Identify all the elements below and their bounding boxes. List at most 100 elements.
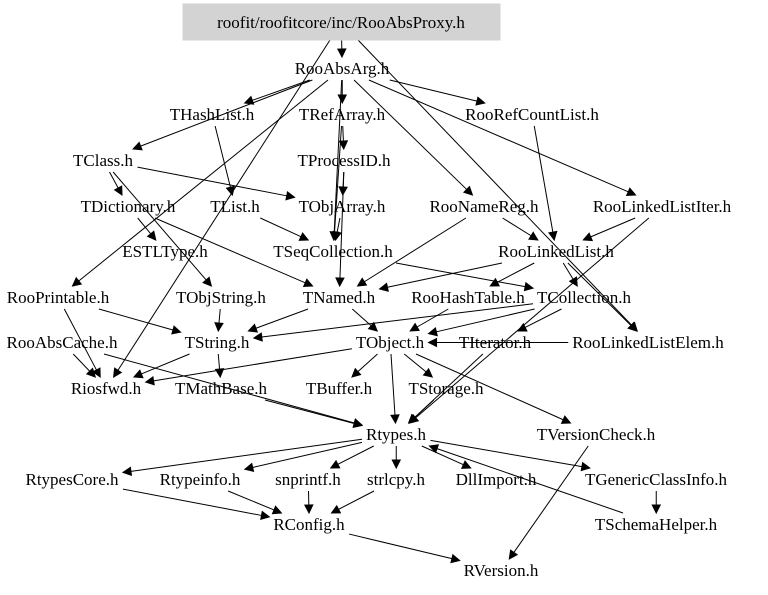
- arrowhead-icon: [243, 95, 255, 105]
- arrowhead-icon: [146, 230, 157, 241]
- node-tmathbase[interactable]: TMathBase.h: [175, 379, 268, 398]
- node-tlist[interactable]: TList.h: [210, 197, 260, 216]
- edge-tnamed-to-tobject: [351, 308, 372, 327]
- node-roolinkedlist[interactable]: RooLinkedList.h: [498, 242, 614, 261]
- edge-root-to-riosfwd: [117, 33, 335, 371]
- node-titerator[interactable]: TIterator.h: [459, 333, 532, 352]
- edge-strlcpy-to-rconfig: [338, 490, 375, 510]
- node-rooprintable[interactable]: RooPrintable.h: [7, 288, 110, 307]
- edge-rtypes-to-snprintf: [337, 445, 374, 465]
- arrowhead-icon: [302, 278, 314, 288]
- arrowhead-icon: [460, 460, 472, 469]
- arrowhead-icon: [580, 461, 591, 472]
- node-dllimport[interactable]: DllImport.h: [456, 470, 537, 489]
- arrowhead-icon: [427, 337, 438, 348]
- arrowhead-icon: [489, 277, 501, 287]
- edge-tdictionary-to-tnamed: [154, 217, 306, 284]
- edge-tprocessid-to-tnamed: [339, 171, 345, 279]
- edge-roolinkedlistiter-to-roolinkedlist: [590, 217, 636, 238]
- node-tobjstring[interactable]: TObjString.h: [176, 288, 266, 307]
- arrowhead-icon: [508, 549, 519, 560]
- arrowhead-icon: [523, 281, 535, 292]
- node-tobjarray[interactable]: TObjArray.h: [299, 197, 386, 216]
- edge-roonamereg-to-tnamed: [364, 217, 467, 283]
- node-rtypescore[interactable]: RtypesCore.h: [25, 470, 119, 489]
- node-tnamed[interactable]: TNamed.h: [303, 288, 376, 307]
- edge-rooabsarg-to-roolinkedlistiter: [368, 79, 629, 193]
- edge-tobjarray-to-tseqcollection: [336, 217, 341, 233]
- edge-tclass-to-tobjarray: [137, 166, 287, 197]
- node-roorefcountlist[interactable]: RooRefCountList.h: [465, 105, 599, 124]
- node-strlcpy[interactable]: strlcpy.h: [367, 470, 425, 489]
- root-node-box: [182, 3, 501, 41]
- node-tbuffer[interactable]: TBuffer.h: [306, 379, 373, 398]
- edge-tstring-to-tmathbase: [217, 353, 221, 370]
- edge-rooabscache-to-rtypes: [103, 353, 355, 424]
- edge-tcollection-to-titerator: [524, 308, 562, 328]
- node-roonamereg[interactable]: RooNameReg.h: [429, 197, 539, 216]
- arrowhead-icon: [462, 185, 474, 196]
- arrowhead-icon: [243, 462, 255, 473]
- arrowhead-icon: [335, 277, 345, 288]
- arrowhead-icon: [132, 369, 144, 379]
- node-thashlist[interactable]: THashList.h: [170, 105, 255, 124]
- node-roolinkedlistelem[interactable]: RooLinkedListElem.h: [572, 333, 724, 352]
- edge-tobjstring-to-tstring: [218, 308, 221, 324]
- arrowhead-icon: [113, 185, 123, 196]
- node-tstring[interactable]: TString.h: [185, 333, 250, 352]
- edge-trefarray-to-tprocessid: [342, 125, 344, 142]
- node-estltype[interactable]: ESTLType.h: [122, 242, 208, 261]
- arrowhead-icon: [113, 367, 123, 378]
- edges: [63, 33, 662, 564]
- arrowhead-icon: [71, 276, 83, 287]
- arrowhead-icon: [303, 504, 314, 515]
- arrowhead-icon: [214, 322, 224, 333]
- edge-tversioncheck-to-rversion: [513, 445, 589, 553]
- node-root[interactable]: roofit/roofitcore/inc/RooAbsProxy.h: [217, 13, 465, 32]
- arrowhead-icon: [330, 504, 342, 514]
- node-tseqcollection[interactable]: TSeqCollection.h: [273, 242, 393, 261]
- arrowhead-icon: [337, 94, 348, 105]
- node-rversion[interactable]: RVersion.h: [464, 561, 539, 580]
- edge-tobject-to-rtypes: [390, 353, 396, 416]
- edge-tschemahelper-to-rtypes: [436, 448, 624, 514]
- arrowhead-icon: [356, 277, 368, 287]
- edge-trefarray-to-tseqcollection: [334, 125, 342, 233]
- node-tdictionary[interactable]: TDictionary.h: [81, 197, 176, 216]
- edge-rooabsarg-to-tclass: [140, 79, 313, 147]
- arrowhead-icon: [516, 322, 528, 332]
- node-tobject[interactable]: TObject.h: [356, 333, 425, 352]
- node-tgenericclassinfo[interactable]: TGenericClassInfo.h: [585, 470, 728, 489]
- node-tschemahelper[interactable]: TSchemaHelper.h: [595, 515, 718, 534]
- arrowhead-icon: [252, 332, 263, 342]
- edge-rooabsarg-to-rooprintable: [78, 79, 329, 282]
- node-rooabsarg[interactable]: RooAbsArg.h: [295, 59, 390, 78]
- node-riosfwd[interactable]: Riosfwd.h: [71, 379, 142, 398]
- node-tstorage[interactable]: TStorage.h: [408, 379, 484, 398]
- node-tversioncheck[interactable]: TVersionCheck.h: [537, 425, 656, 444]
- node-rooabscache[interactable]: RooAbsCache.h: [7, 333, 118, 352]
- node-roolinkedlistiter[interactable]: RooLinkedListIter.h: [593, 197, 732, 216]
- edge-rooabsarg-to-thashlist: [252, 79, 310, 101]
- arrowhead-icon: [548, 230, 558, 242]
- node-roohashtable[interactable]: RooHashTable.h: [411, 288, 525, 307]
- edge-tmathbase-to-rtypes: [264, 399, 355, 424]
- node-tcollection[interactable]: TCollection.h: [537, 288, 631, 307]
- node-trefarray[interactable]: TRefArray.h: [299, 105, 386, 124]
- edge-roolinkedlist-to-tnamed: [387, 262, 503, 288]
- arrowhead-icon: [627, 321, 638, 332]
- edge-tcollection-to-tobject: [436, 308, 535, 333]
- edge-tclass-to-tdictionary: [109, 171, 119, 189]
- arrowhead-icon: [225, 185, 235, 197]
- node-rconfig[interactable]: RConfig.h: [273, 515, 345, 534]
- arrowhead-icon: [651, 504, 662, 515]
- arrowhead-icon: [332, 230, 342, 242]
- node-tclass[interactable]: TClass.h: [73, 151, 133, 170]
- node-tprocessid[interactable]: TProcessID.h: [297, 151, 391, 170]
- edge-tdictionary-to-estltype: [137, 217, 152, 235]
- edge-tobject-to-riosfwd: [153, 348, 353, 382]
- node-rtypeinfo[interactable]: Rtypeinfo.h: [160, 470, 241, 489]
- node-snprintf[interactable]: snprintf.h: [275, 470, 341, 489]
- node-rtypes[interactable]: Rtypes.h: [366, 425, 426, 444]
